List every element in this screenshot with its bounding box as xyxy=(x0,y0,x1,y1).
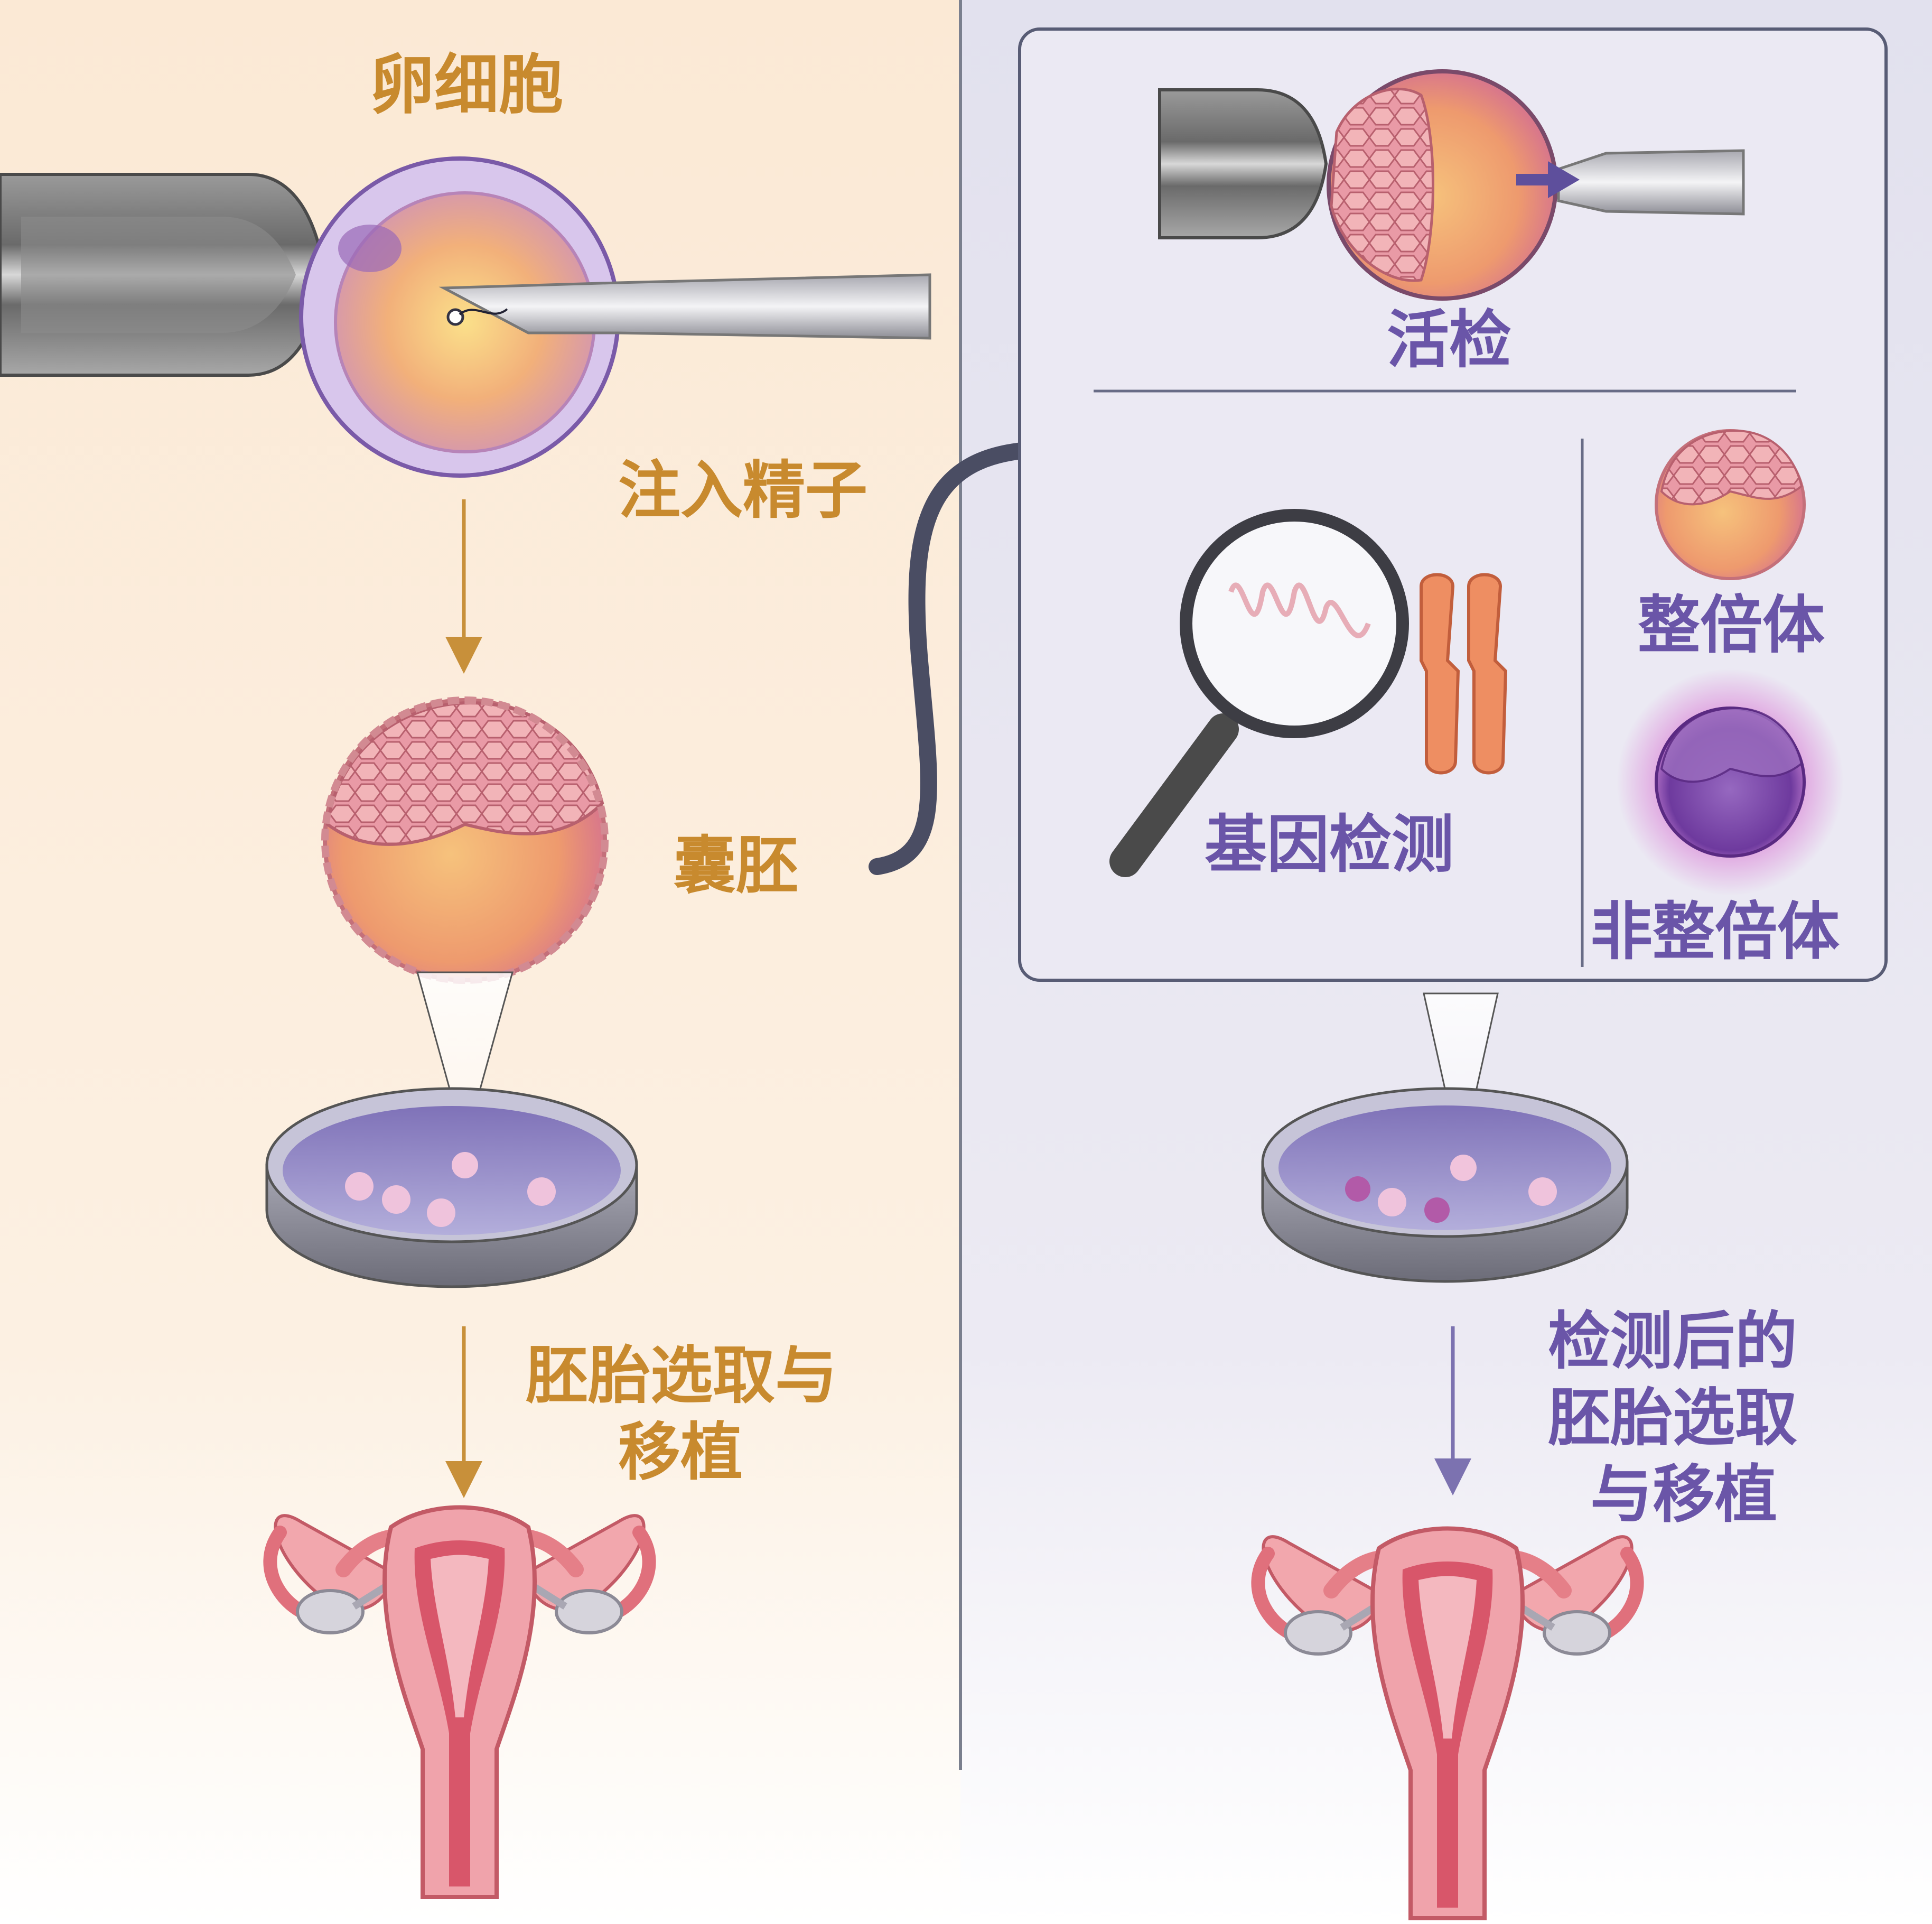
label-selection-right-line2: 胚胎选取 xyxy=(1548,1381,1798,1454)
biopsy-pipette xyxy=(1516,149,1745,216)
label-aneuploid: 非整倍体 xyxy=(1590,895,1840,968)
aneuploid-embryo xyxy=(1617,668,1844,896)
label-selection-left-line2: 移植 xyxy=(618,1416,743,1489)
label-biopsy: 活检 xyxy=(1387,303,1512,376)
zoom-cone-left xyxy=(416,971,514,1147)
magnifier-icon xyxy=(1109,509,1409,877)
label-selection-right-line3: 与移植 xyxy=(1590,1458,1778,1531)
zoom-cone-right xyxy=(1423,992,1499,1160)
euploid-embryo xyxy=(1655,429,1806,580)
label-genetic-test: 基因检测 xyxy=(1205,808,1454,881)
label-inject-sperm: 注入精子 xyxy=(618,454,868,527)
holding-pipette-left xyxy=(0,173,327,377)
label-euploid: 整倍体 xyxy=(1638,589,1825,662)
label-oocyte: 卵细胞 xyxy=(370,48,563,123)
label-selection-left-line1: 胚胎选取与 xyxy=(526,1339,838,1412)
label-blastocyst: 囊胚 xyxy=(674,829,799,902)
holding-pipette-right xyxy=(1158,88,1328,239)
injection-needle xyxy=(438,273,931,340)
connector-arrow xyxy=(869,441,1060,875)
biopsy-blastocyst xyxy=(1327,69,1558,301)
petri-dish-right xyxy=(1261,1087,1629,1283)
petri-dish-left xyxy=(265,1087,638,1288)
label-selection-right-line1: 检测后的 xyxy=(1548,1305,1798,1378)
blastocyst-illustration xyxy=(321,696,609,984)
chromosome-icon xyxy=(1420,573,1508,775)
